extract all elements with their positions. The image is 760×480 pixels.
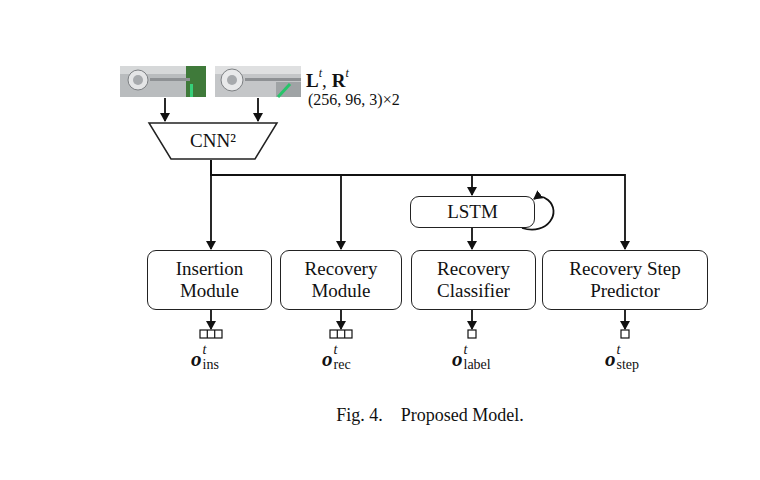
output-variable: o xyxy=(452,345,463,373)
script-stack: tlabel xyxy=(464,342,491,372)
module-box: Recovery Module xyxy=(280,250,402,310)
output-arrow xyxy=(624,310,626,329)
encoder-trapezoid: CNN² xyxy=(148,122,278,160)
output-variable: o xyxy=(191,345,202,373)
output-variable: o xyxy=(322,345,333,373)
node-label: Insertion Module xyxy=(154,258,265,302)
connector-arrow xyxy=(210,160,212,249)
classifier-box: Recovery Classifier xyxy=(411,250,536,310)
predictor-box: Recovery Step Predictor xyxy=(542,250,708,310)
output-symbol: otins xyxy=(191,342,219,373)
output-variable: o xyxy=(605,345,616,373)
camera-image-right xyxy=(215,66,301,97)
output-scalar xyxy=(468,330,476,338)
output-symbol: otrec xyxy=(322,342,351,373)
node-label: CNN² xyxy=(190,130,236,152)
node-text-group: CNN² xyxy=(190,130,236,152)
input-shape: (256, 96, 3)×2 xyxy=(308,91,400,109)
subscript: label xyxy=(464,357,491,372)
connector-arrow xyxy=(471,228,473,249)
script-stack: tstep xyxy=(617,342,640,372)
node-label: Recovery Step Predictor xyxy=(549,258,701,302)
figure-caption: Fig. 4. Proposed Model. xyxy=(0,405,760,426)
script-stack: tins xyxy=(203,342,219,372)
superscript: t xyxy=(319,66,322,80)
subscript: step xyxy=(617,357,640,372)
trapezoid-path xyxy=(149,123,277,159)
superscript: t xyxy=(617,342,640,357)
superscript: t xyxy=(203,342,219,357)
node-label: LSTM xyxy=(447,201,498,223)
superscript: t xyxy=(464,342,491,357)
output-scalar xyxy=(621,330,629,338)
node-text-group: Recovery Step Predictor xyxy=(549,258,701,302)
node-text-group: LSTM xyxy=(447,201,498,223)
node-label: Recovery Classifier xyxy=(418,258,529,302)
input-arrow xyxy=(164,98,166,121)
connector-arrow xyxy=(211,160,472,195)
node-label: Recovery Module xyxy=(287,258,395,302)
script-stack: trec xyxy=(334,342,351,372)
superscript: t xyxy=(334,342,351,357)
output-symbol: otstep xyxy=(605,342,639,373)
input-arrow xyxy=(257,98,259,121)
output-arrow xyxy=(340,310,342,329)
recurrent-box: LSTM xyxy=(410,196,535,228)
input-symbol: Lt,Rt xyxy=(306,66,349,92)
connector-arrow xyxy=(211,160,625,249)
node-text-group: Recovery Classifier xyxy=(418,258,529,302)
module-box: Insertion Module xyxy=(147,250,272,310)
output-arrow xyxy=(210,310,212,329)
node-text-group: Recovery Module xyxy=(287,258,395,302)
subscript: rec xyxy=(334,357,351,372)
output-symbol: otlabel xyxy=(452,342,491,373)
subscript: ins xyxy=(203,357,219,372)
camera-image-left xyxy=(120,66,206,97)
symbol-text: , xyxy=(322,70,327,92)
symbol-text: (256, 96, 3)×2 xyxy=(308,91,400,109)
symbol-text: L xyxy=(306,70,319,92)
output-vector xyxy=(330,330,352,338)
output-vector xyxy=(200,330,222,338)
symbol-text: R xyxy=(332,70,346,92)
output-arrow xyxy=(471,310,473,329)
superscript: t xyxy=(346,66,349,80)
connector-arrow xyxy=(211,160,341,249)
node-text-group: Insertion Module xyxy=(154,258,265,302)
